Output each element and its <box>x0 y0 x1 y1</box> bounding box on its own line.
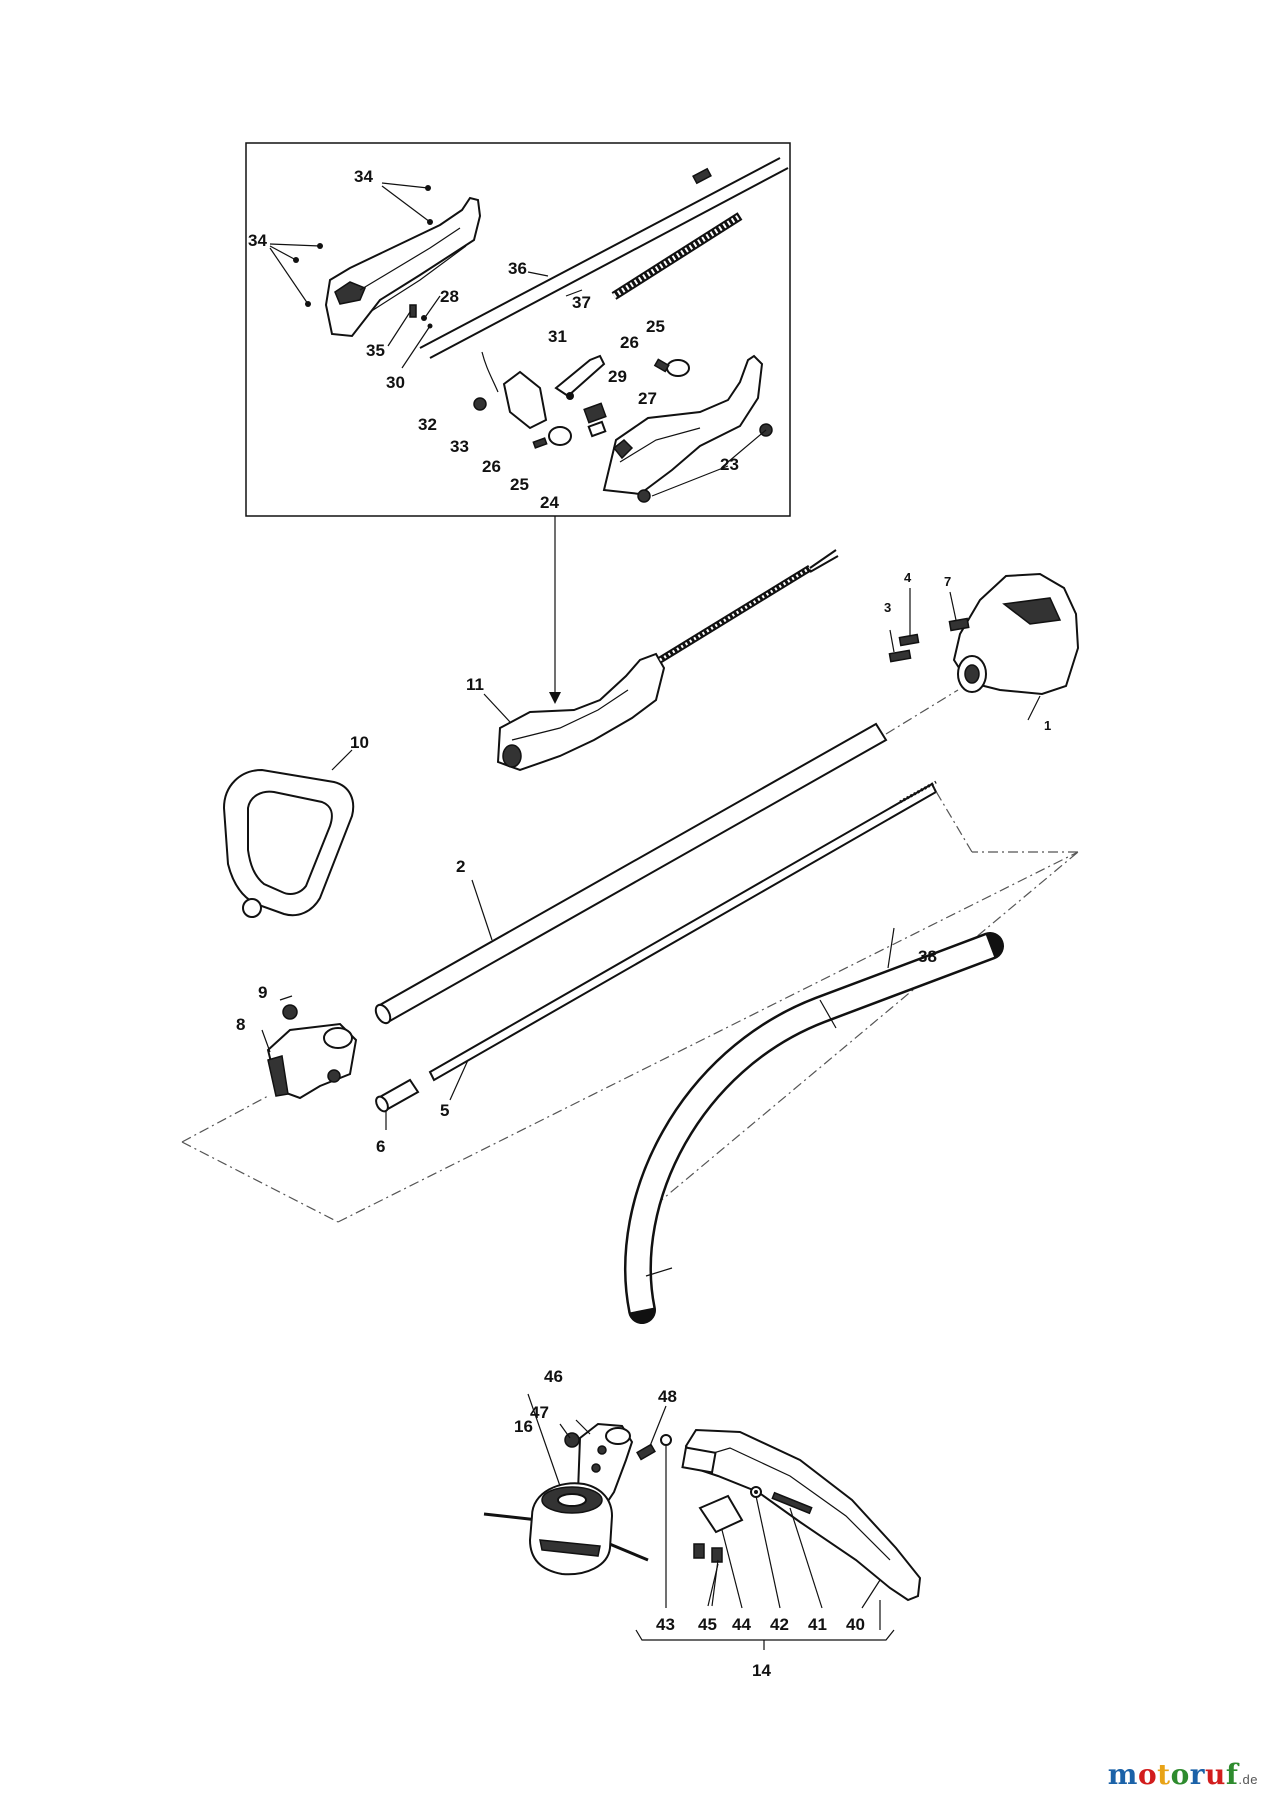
grass-guard <box>681 1428 922 1602</box>
callout-34b: 34 <box>248 231 267 250</box>
callout-48: 48 <box>658 1387 677 1406</box>
screws-45 <box>693 1543 723 1563</box>
callout-28: 29 <box>608 367 627 386</box>
brand-letter: o <box>1137 1758 1158 1791</box>
assembly-guide-lines <box>181 689 1079 1223</box>
screws-26 <box>532 358 670 449</box>
bolts-3-4-7 <box>888 617 970 663</box>
callout-34a: 34 <box>354 167 373 186</box>
throttle-bracket <box>481 351 548 430</box>
handle-upper-housing <box>324 196 482 338</box>
callout-4: 4 <box>904 570 912 585</box>
small-parts-32-33-35 <box>387 295 441 369</box>
callout-35: 35 <box>366 341 385 360</box>
callout-10: 10 <box>350 733 369 752</box>
screws-34 <box>269 182 433 307</box>
main-tube <box>374 722 888 1025</box>
callout-44: 44 <box>732 1615 751 1634</box>
callout-32: 28 <box>440 287 459 306</box>
brand-letter: m <box>1107 1758 1138 1791</box>
line-cutter-plate <box>698 1494 744 1534</box>
callout-31: 32 <box>418 415 437 434</box>
cutter-parts <box>750 1486 813 1515</box>
callout-25b: 25 <box>510 475 529 494</box>
brand-letter: u <box>1205 1758 1226 1791</box>
drive-shaft <box>428 780 938 1082</box>
curved-shaft-tube <box>624 932 1004 1324</box>
callout-47: 47 <box>530 1403 549 1422</box>
callout-7: 7 <box>944 574 951 589</box>
brand-letters: motoruf <box>1108 1758 1239 1791</box>
loop-handle <box>222 768 355 918</box>
brand-letter: o <box>1170 1758 1190 1791</box>
mid-leaders <box>261 588 1041 1487</box>
callout-2: 2 <box>456 857 465 876</box>
brand-letter: t <box>1157 1758 1171 1791</box>
callout-14: 14 <box>752 1661 771 1680</box>
clamp-knob <box>282 1004 298 1020</box>
callout-25a: 25 <box>646 317 665 336</box>
callout-38: 38 <box>918 947 937 966</box>
callout-42: 42 <box>770 1615 789 1634</box>
detail-inset-frame <box>245 142 791 517</box>
callout-24: 24 <box>540 493 559 512</box>
callout-37: 37 <box>572 293 591 312</box>
callout-23: 23 <box>720 455 739 474</box>
callout-36: 36 <box>508 259 527 278</box>
handle-lower-housing <box>602 354 764 496</box>
callout-26a: 26 <box>620 333 639 352</box>
throttle-cable-36-37 <box>419 157 789 359</box>
engine-cover <box>952 572 1080 696</box>
brand-suffix: .de <box>1238 1772 1258 1787</box>
tube-clamp <box>266 1022 358 1100</box>
callout-1: 1 <box>1044 718 1051 733</box>
callout-43: 43 <box>656 1615 675 1634</box>
callout-29: 31 <box>548 327 567 346</box>
callout-33: 30 <box>386 373 405 392</box>
bottom-leaders <box>635 1446 895 1650</box>
callout-3: 3 <box>884 600 891 615</box>
callout-30: 33 <box>450 437 469 456</box>
callout-6: 6 <box>376 1137 385 1156</box>
brand-watermark: motoruf.de <box>1108 1758 1258 1791</box>
callout-26b: 26 <box>482 457 501 476</box>
clamp-rings-25 <box>548 359 690 446</box>
callout-27: 27 <box>638 389 657 408</box>
handle-assembly <box>496 549 839 772</box>
callout-40: 40 <box>846 1615 865 1634</box>
switch-parts <box>473 392 773 503</box>
cable-spring <box>611 212 743 300</box>
trimmer-head <box>483 1482 649 1576</box>
throttle-trigger <box>554 354 606 398</box>
callout-46: 46 <box>544 1367 563 1386</box>
callout-16: 16 <box>514 1417 533 1436</box>
callout-9: 9 <box>258 983 267 1002</box>
callout-5: 5 <box>440 1101 449 1120</box>
callout-11: 11 <box>466 675 484 694</box>
shaft-bushing <box>375 1078 420 1113</box>
callout-45: 45 <box>698 1615 717 1634</box>
brand-letter: r <box>1189 1758 1206 1791</box>
callout-8: 8 <box>236 1015 245 1034</box>
brand-letter: f <box>1225 1758 1239 1791</box>
callout-41: 41 <box>808 1615 827 1634</box>
